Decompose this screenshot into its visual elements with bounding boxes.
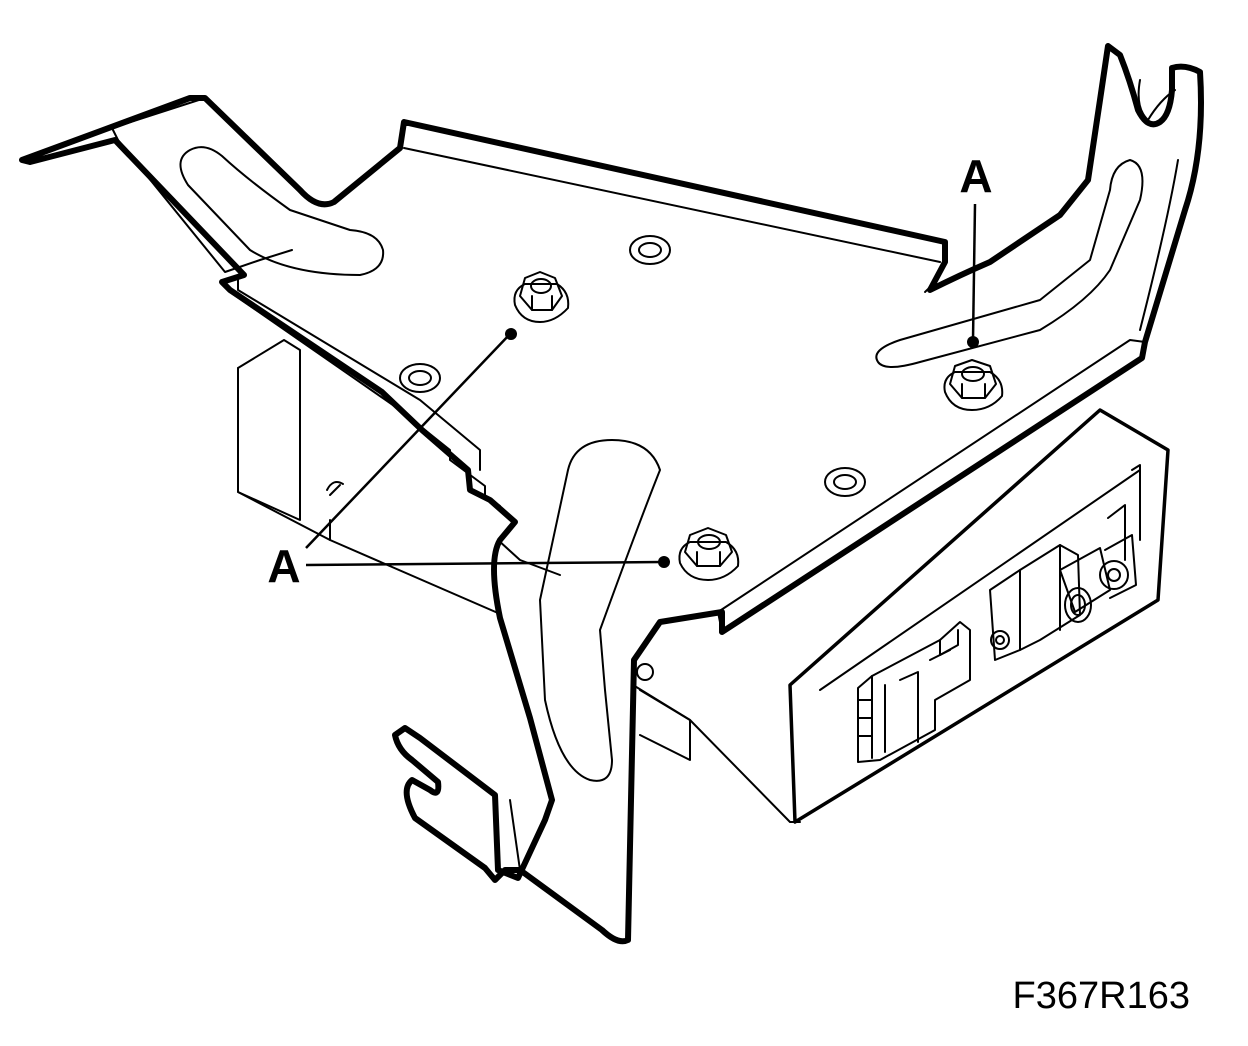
round-port xyxy=(1059,534,1137,623)
module-left-face xyxy=(237,339,301,521)
callout-label-left: A xyxy=(267,540,300,592)
mounting-bracket xyxy=(19,43,1204,945)
washer-hole xyxy=(824,467,866,497)
control-module xyxy=(237,339,1170,824)
nut-lower xyxy=(678,527,740,581)
washer-hole xyxy=(629,235,671,265)
connector-housing xyxy=(857,621,971,763)
nut-upper-left xyxy=(513,271,570,323)
callout-left: A xyxy=(267,328,670,592)
washer-hole xyxy=(399,363,441,393)
callout-top: A xyxy=(959,150,993,348)
bracket-plate xyxy=(19,43,1204,945)
nut-right xyxy=(943,359,1004,411)
figure-id: F367R163 xyxy=(1013,975,1190,1017)
callout-label-top: A xyxy=(959,150,992,202)
